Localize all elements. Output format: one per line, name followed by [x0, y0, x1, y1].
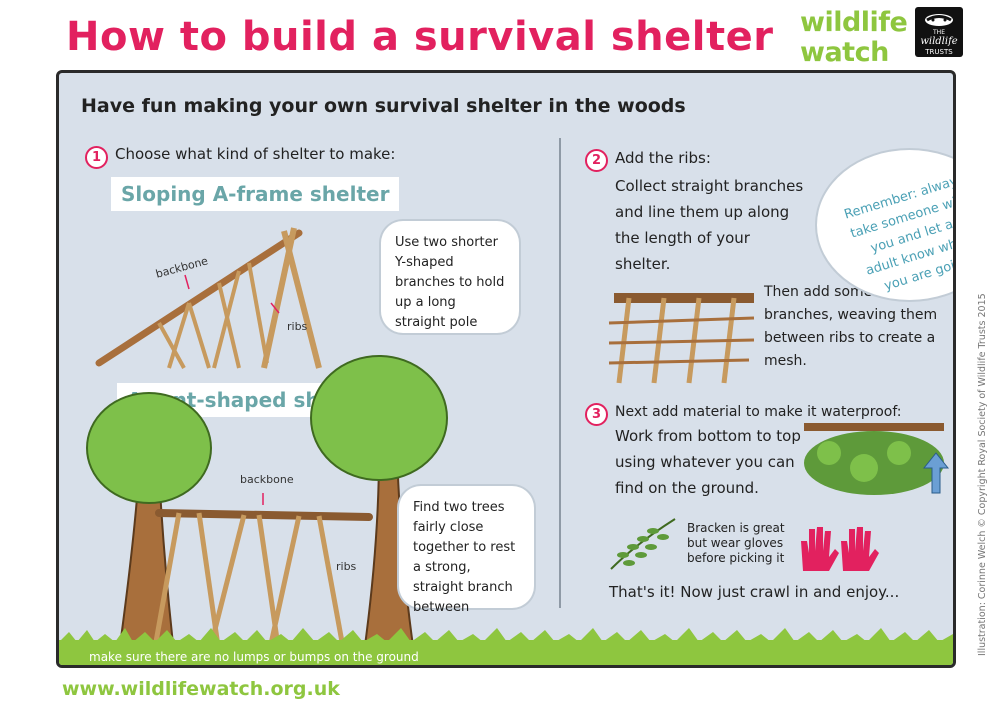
logo-line-2: watch	[800, 37, 889, 68]
step-3-finish: That's it! Now just crawl in and enjoy..…	[609, 583, 900, 601]
trusts-line-3: TRUSTS	[925, 48, 953, 56]
step-3-number: 3	[585, 403, 608, 426]
aframe-tip-bubble: Use two shorter Y-shaped branches to hol…	[381, 221, 519, 333]
ribs-mesh-illustration	[608, 293, 755, 384]
website-url[interactable]: www.wildlifewatch.org.uk	[62, 678, 340, 700]
tent-tip-bubble: Find two trees fairly close together to …	[399, 486, 534, 615]
step-3-heading: Next add material to make it waterproof:	[615, 404, 902, 420]
badger-icon	[925, 14, 953, 26]
step-2-heading: Add the ribs:	[615, 149, 711, 167]
trusts-line-1: THE	[933, 29, 945, 36]
tent-backbone-label: backbone	[240, 473, 294, 486]
wildlife-trusts-logo: THE wildlife TRUSTS	[915, 7, 963, 57]
column-divider	[559, 138, 561, 608]
step-1-number: 1	[85, 146, 108, 169]
subtitle: Have fun making your own survival shelte…	[81, 95, 686, 117]
step-2-body: Collect straight branches and line them …	[615, 177, 804, 273]
aframe-ribs-label: ribs	[287, 320, 308, 333]
step-1-heading: Choose what kind of shelter to make:	[115, 145, 396, 163]
safety-reminder-bubble: Remember: always take someone with you a…	[817, 150, 956, 300]
page-title: How to build a survival shelter	[66, 14, 774, 60]
step-3-body: Work from bottom to top using whatever y…	[615, 427, 801, 497]
gloves-icon	[801, 527, 879, 571]
wildlife-watch-logo: wildlife watch	[800, 7, 908, 68]
illustration-credit: Illustration: Corinne Welch © Copyright …	[977, 293, 988, 656]
trusts-line-2: wildlife	[920, 36, 958, 47]
bracken-note: Bracken is great but wear gloves before …	[687, 521, 785, 565]
content-panel: Have fun making your own survival shelte…	[56, 70, 956, 668]
ground-note: make sure there are no lumps or bumps on…	[89, 650, 419, 664]
waterproof-shelter-illustration	[804, 423, 950, 495]
aframe-shelter-illustration	[95, 227, 322, 369]
tent-ribs-label: ribs	[336, 560, 357, 573]
safety-reminder-text: Remember: always take someone with you a…	[842, 171, 956, 295]
aframe-title: Sloping A-frame shelter	[111, 177, 400, 211]
step-2-number: 2	[585, 149, 608, 172]
tent-shelter-illustration	[86, 355, 448, 654]
grass-strip	[59, 628, 953, 665]
bracken-icon	[610, 518, 676, 570]
logo-line-1: wildlife	[800, 7, 908, 38]
